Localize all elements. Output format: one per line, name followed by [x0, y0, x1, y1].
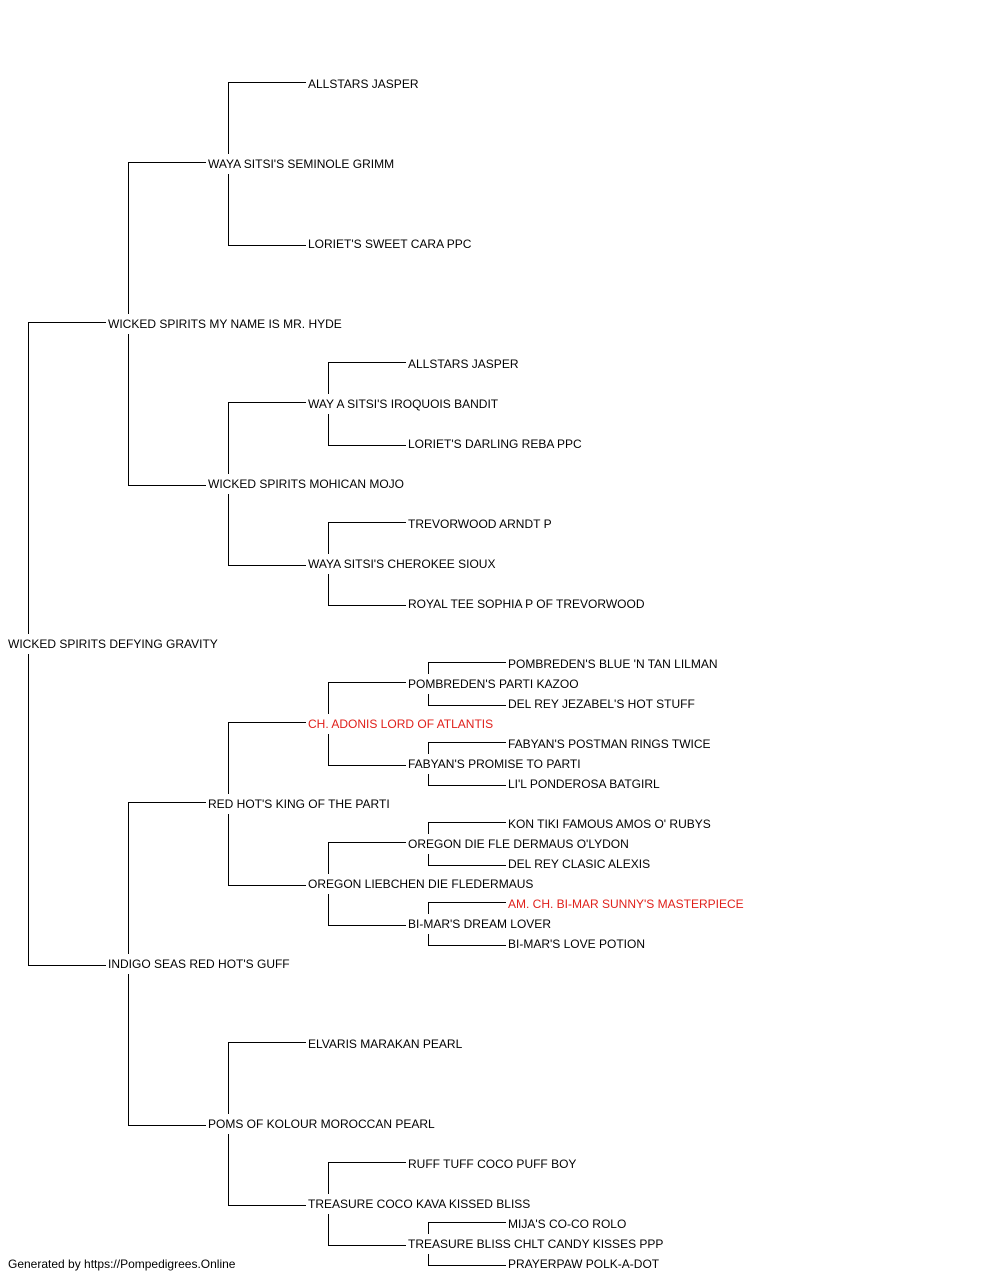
dam-connector [228, 814, 306, 886]
dam-connector [228, 1134, 306, 1206]
sire-connector [428, 822, 506, 834]
sire-connector [328, 682, 406, 714]
connector-lines [28, 82, 506, 1266]
dog-name: OREGON LIEBCHEN DIE FLEDERMAUS [308, 877, 533, 891]
dog-name: WAY A SITSI'S IROQUOIS BANDIT [308, 397, 499, 411]
dam-connector [428, 854, 506, 866]
sire-connector [228, 82, 306, 154]
dam-connector [428, 1254, 506, 1266]
dam-connector [128, 334, 206, 486]
dog-name: TREVORWOOD ARNDT P [408, 517, 552, 531]
dam-connector [228, 174, 306, 246]
dam-connector [428, 934, 506, 946]
dog-name: RED HOT'S KING OF THE PARTI [208, 797, 390, 811]
dam-connector [128, 974, 206, 1126]
sire-connector [228, 722, 306, 794]
sire-connector [428, 902, 506, 914]
sire-connector [428, 1222, 506, 1234]
dog-name: FABYAN'S PROMISE TO PARTI [408, 757, 581, 771]
sire-connector [328, 842, 406, 874]
dog-name: LORIET'S SWEET CARA PPC [308, 237, 472, 251]
sire-connector [428, 742, 506, 754]
sire-connector [428, 662, 506, 674]
dog-name: ALLSTARS JASPER [308, 77, 419, 91]
dog-name: WAYA SITSI'S SEMINOLE GRIMM [208, 157, 394, 171]
dog-name: POMBREDEN'S PARTI KAZOO [408, 677, 579, 691]
dog-name: WICKED SPIRITS MOHICAN MOJO [208, 477, 404, 491]
dog-name: RUFF TUFF COCO PUFF BOY [408, 1157, 576, 1171]
dog-name: POMBREDEN'S BLUE 'N TAN LILMAN [508, 657, 718, 671]
dam-connector [28, 654, 106, 966]
dog-name: DEL REY CLASIC ALEXIS [508, 857, 650, 871]
dog-name: WICKED SPIRITS MY NAME IS MR. HYDE [108, 317, 342, 331]
dog-name: ELVARIS MARAKAN PEARL [308, 1037, 463, 1051]
champion-dog-name: CH. ADONIS LORD OF ATLANTIS [308, 717, 493, 731]
dog-name: POMS OF KOLOUR MOROCCAN PEARL [208, 1117, 435, 1131]
dog-name: DEL REY JEZABEL'S HOT STUFF [508, 697, 695, 711]
dog-name: FABYAN'S POSTMAN RINGS TWICE [508, 737, 711, 751]
dam-connector [328, 1214, 406, 1246]
dam-connector [428, 694, 506, 706]
dog-name: PRAYERPAW POLK-A-DOT [508, 1257, 660, 1271]
dog-name: KON TIKI FAMOUS AMOS O' RUBYS [508, 817, 711, 831]
dog-name: BI-MAR'S DREAM LOVER [408, 917, 551, 931]
sire-connector [228, 1042, 306, 1114]
sire-connector [328, 1162, 406, 1194]
dam-connector [328, 894, 406, 926]
dog-labels: WICKED SPIRITS DEFYING GRAVITY WICKED SPI… [8, 77, 744, 1271]
dam-connector [328, 414, 406, 446]
dog-name: OREGON DIE FLE DERMAUS O'LYDON [408, 837, 629, 851]
dog-name: ROYAL TEE SOPHIA P OF TREVORWOOD [408, 597, 645, 611]
dam-connector [328, 574, 406, 606]
champion-dog-name: AM. CH. BI-MAR SUNNY'S MASTERPIECE [508, 897, 744, 911]
dog-name: WICKED SPIRITS DEFYING GRAVITY [8, 637, 218, 651]
dog-name: MIJA'S CO-CO ROLO [508, 1217, 626, 1231]
sire-connector [228, 402, 306, 474]
dog-name: ALLSTARS JASPER [408, 357, 519, 371]
dog-name: WAYA SITSI'S CHEROKEE SIOUX [308, 557, 495, 571]
dog-name: LORIET'S DARLING REBA PPC [408, 437, 582, 451]
dog-name: TREASURE COCO KAVA KISSED BLISS [308, 1197, 530, 1211]
dog-name: TREASURE BLISS CHLT CANDY KISSES PPP [408, 1237, 663, 1251]
sire-connector [128, 802, 206, 954]
sire-connector [328, 522, 406, 554]
dog-name: INDIGO SEAS RED HOT'S GUFF [108, 957, 290, 971]
sire-connector [28, 322, 106, 634]
sire-connector [128, 162, 206, 314]
dog-name: LI'L PONDEROSA BATGIRL [508, 777, 660, 791]
dam-connector [328, 734, 406, 766]
dam-connector [428, 774, 506, 786]
generated-by-footer: Generated by https://Pompedigrees.Online [8, 1257, 236, 1271]
sire-connector [328, 362, 406, 394]
dog-name: BI-MAR'S LOVE POTION [508, 937, 645, 951]
dam-connector [228, 494, 306, 566]
